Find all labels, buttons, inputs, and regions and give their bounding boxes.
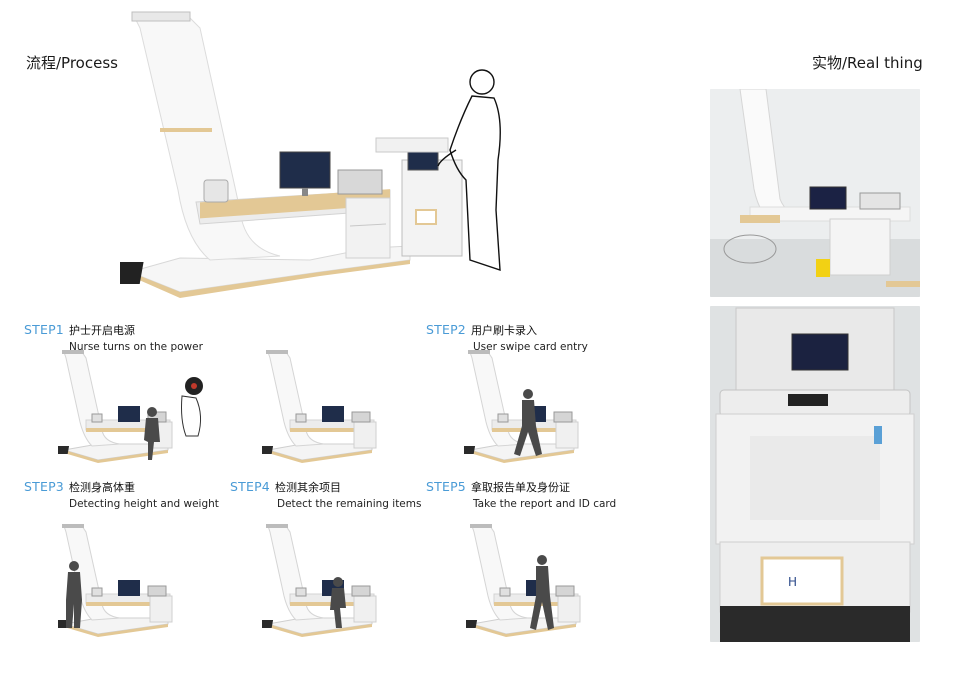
step3-illustration xyxy=(58,524,173,638)
user-silhouette-step5 xyxy=(530,555,554,630)
real-thing-heading: 实物/Real thing xyxy=(812,54,923,72)
step1-cn: 护士开启电源 xyxy=(68,324,135,337)
step2-label: STEP2 用户刷卡录入 User swipe card entry xyxy=(426,319,588,353)
step5-tag: STEP5 xyxy=(426,479,466,494)
main-kiosk-illustration xyxy=(120,11,501,298)
user-silhouette-step2 xyxy=(514,389,542,456)
step2b-illustration xyxy=(464,350,579,464)
step1-illustration xyxy=(58,350,203,464)
step4-cn: 检测其余项目 xyxy=(274,481,341,494)
step4-label: STEP4 检测其余项目 Detect the remaining items xyxy=(230,476,421,510)
svg-text:H: H xyxy=(788,575,797,589)
user-silhouette-step3 xyxy=(66,561,82,628)
user-silhouette-step4 xyxy=(330,577,346,628)
step2-illustration xyxy=(262,350,377,464)
step1-en: Nurse turns on the power xyxy=(69,341,203,353)
process-heading: 流程/Process xyxy=(26,54,118,72)
step3-en: Detecting height and weight xyxy=(69,498,219,510)
step3-label: STEP3 检测身高体重 Detecting height and weight xyxy=(24,476,219,510)
step4-tag: STEP4 xyxy=(230,479,270,494)
step5-illustration xyxy=(466,524,581,638)
nurse-figure-step1 xyxy=(144,407,160,460)
step4-illustration xyxy=(262,524,377,638)
step4-en: Detect the remaining items xyxy=(277,498,422,510)
step3-tag: STEP3 xyxy=(24,479,64,494)
step5-label: STEP5 拿取报告单及身份证 Take the report and ID ca… xyxy=(426,476,616,510)
real-photo-cart: H xyxy=(710,306,920,642)
step1-tag: STEP1 xyxy=(24,322,64,337)
real-photo-room xyxy=(710,89,920,297)
step3-cn: 检测身高体重 xyxy=(68,481,135,494)
step2-tag: STEP2 xyxy=(426,322,466,337)
step5-en: Take the report and ID card xyxy=(473,498,617,510)
step1-label: STEP1 护士开启电源 Nurse turns on the power xyxy=(24,319,203,353)
step2-en: User swipe card entry xyxy=(473,341,588,353)
step5-cn: 拿取报告单及身份证 xyxy=(470,481,570,494)
step2-cn: 用户刷卡录入 xyxy=(470,324,537,337)
